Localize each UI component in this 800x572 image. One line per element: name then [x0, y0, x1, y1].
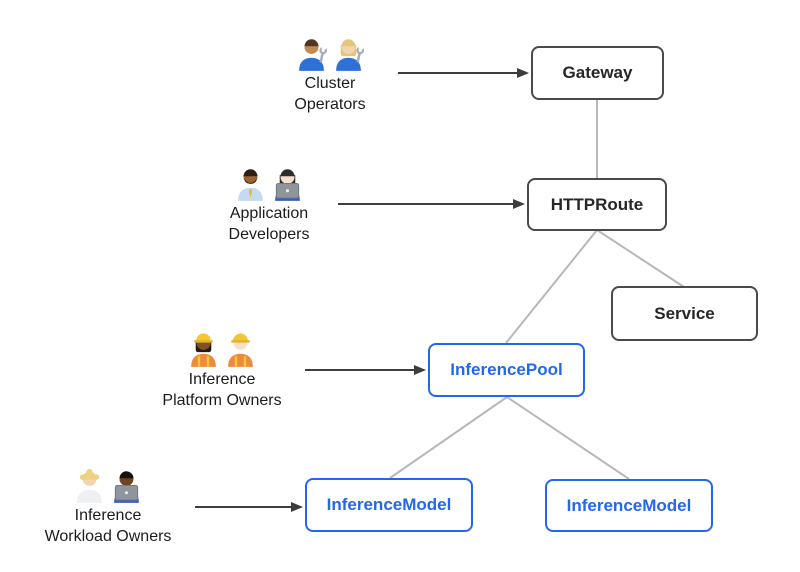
persona-inference-platform-owners-label: Inference Platform Owners [162, 371, 282, 409]
woman-technologist-icon [275, 169, 300, 201]
persona-inference-platform-owners: Inference Platform Owners [142, 330, 302, 411]
persona-inference-workload-owners-icons [73, 466, 143, 503]
persona-inference-platform-owners-icons [187, 330, 257, 367]
node-inferencepool: InferencePool [428, 343, 585, 397]
man-mechanic-icon [299, 39, 328, 71]
man-technologist-icon [114, 471, 139, 503]
node-service-label: Service [654, 303, 715, 323]
node-inferencemodel-right-label: InferenceModel [566, 495, 692, 515]
node-service: Service [611, 286, 758, 341]
edge-inferencepool-inferencemodel-right [506, 396, 630, 480]
persona-inference-workload-owners: Inference Workload Owners [28, 466, 188, 547]
node-gateway: Gateway [531, 46, 664, 100]
persona-cluster-operators-label: Cluster Operators [294, 75, 366, 113]
persona-cluster-operators-icons [295, 34, 365, 71]
persona-application-developers-icons [234, 164, 304, 201]
man-office-worker-icon [238, 169, 263, 201]
node-inferencemodel-left-label: InferenceModel [326, 495, 452, 514]
edge-inferencepool-inferencemodel-left [389, 396, 508, 479]
node-gateway-label: Gateway [562, 63, 633, 82]
node-httproute: HTTPRoute [527, 178, 667, 231]
woman-mechanic-icon [336, 39, 365, 71]
persona-cluster-operators: Cluster Operators [250, 34, 410, 115]
persona-application-developers: Application Developers [189, 164, 349, 245]
person-blonde-icon [77, 469, 102, 503]
node-httproute-label: HTTPRoute [550, 194, 644, 214]
node-inferencemodel-left: InferenceModel [305, 478, 473, 532]
man-construction-worker-icon [228, 333, 253, 367]
persona-application-developers-label: Application Developers [228, 205, 310, 243]
edge-httproute-service [596, 229, 685, 288]
node-inferencepool-label: InferencePool [450, 360, 563, 379]
persona-inference-workload-owners-label: Inference Workload Owners [44, 507, 172, 545]
node-inferencemodel-right: InferenceModel [545, 479, 713, 532]
edge-httproute-inferencepool [505, 229, 598, 344]
woman-construction-worker-icon [191, 333, 216, 367]
